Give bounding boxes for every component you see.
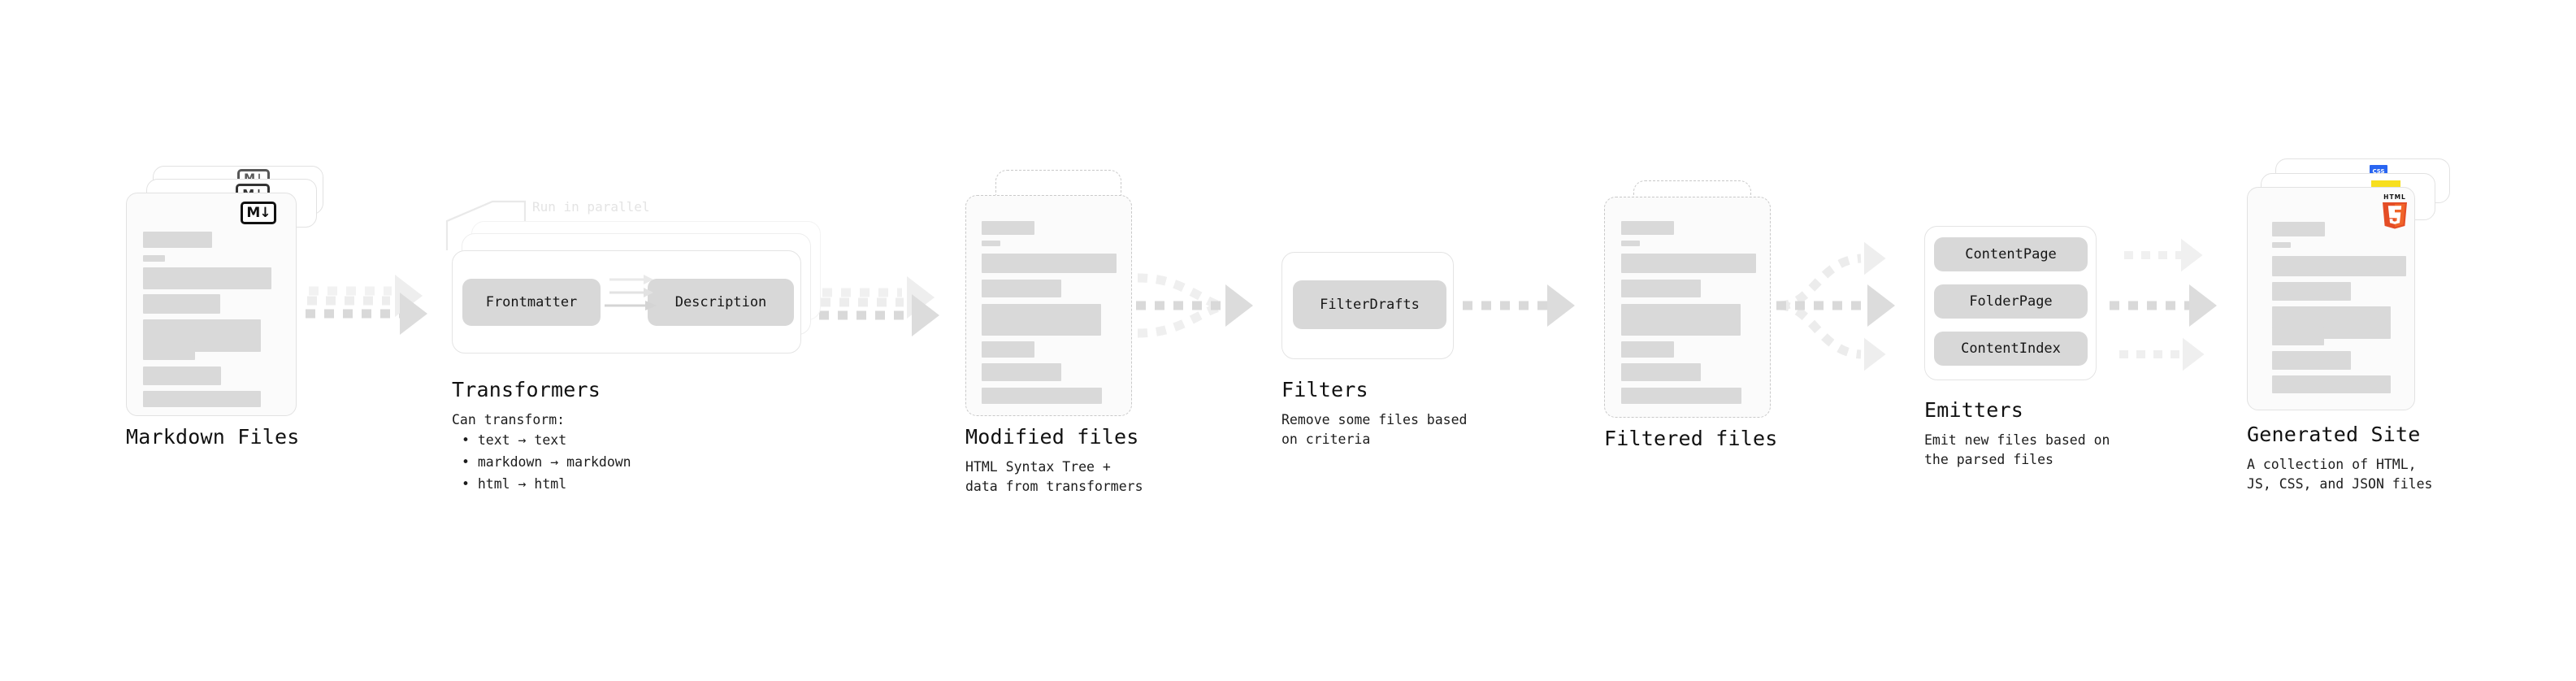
skeleton-bar bbox=[143, 267, 271, 289]
html5-icon: HTML bbox=[2383, 193, 2407, 229]
transformers-bullet-2: • markdown → markdown bbox=[462, 454, 631, 470]
modified-files-subtitle: HTML Syntax Tree + data from transformer… bbox=[965, 459, 1143, 494]
stage-title-markdown-files: Markdown Files bbox=[126, 425, 300, 449]
skeleton-bar bbox=[2272, 282, 2351, 301]
skeleton-bar bbox=[143, 232, 212, 248]
transformers-bullet-1: • text → text bbox=[462, 432, 567, 448]
transformer-inner-arrows bbox=[605, 275, 657, 310]
skeleton-bar bbox=[1621, 363, 1701, 381]
skeleton-bar bbox=[1621, 254, 1756, 273]
skeleton-bar bbox=[1621, 304, 1741, 336]
skeleton-bar bbox=[2272, 242, 2291, 248]
skeleton-bar bbox=[982, 363, 1061, 381]
stage-title-emitters: Emitters bbox=[1924, 398, 2024, 422]
css-label: CSS bbox=[2372, 168, 2385, 175]
connector-filtered-to-emitters bbox=[1776, 241, 1895, 371]
skeleton-bar bbox=[2272, 327, 2324, 345]
skeleton-bar bbox=[982, 304, 1101, 336]
skeleton-bar bbox=[2272, 351, 2351, 370]
stage-title-filtered-files: Filtered files bbox=[1604, 427, 1778, 450]
run-in-parallel-label: Run in parallel bbox=[532, 199, 650, 215]
stage-title-transformers: Transformers bbox=[452, 378, 601, 401]
skeleton-bar bbox=[982, 221, 1034, 235]
skeleton-bar bbox=[982, 254, 1117, 273]
skeleton-bar bbox=[982, 280, 1061, 297]
bullet-text: html → html bbox=[477, 476, 567, 492]
skeleton-bar bbox=[1621, 221, 1674, 235]
filters-subtitle: Remove some files based on criteria bbox=[1281, 412, 1468, 447]
emitters-subtitle: Emit new files based on the parsed files bbox=[1924, 432, 2110, 467]
css-icon: CSS bbox=[2370, 165, 2387, 176]
skeleton-bar bbox=[982, 341, 1034, 358]
skeleton-bar bbox=[143, 341, 195, 360]
skeleton-bar bbox=[1621, 280, 1701, 297]
transformer-chip-description[interactable]: Description bbox=[648, 279, 794, 326]
bullet-text: markdown → markdown bbox=[477, 454, 631, 470]
skeleton-bar bbox=[982, 241, 1000, 246]
markdown-icon: M↓ bbox=[241, 202, 276, 224]
skeleton-bar bbox=[2272, 375, 2391, 393]
skeleton-bar bbox=[2272, 256, 2406, 276]
transformers-subtitle: Can transform: bbox=[452, 412, 566, 427]
skeleton-bar bbox=[1621, 241, 1640, 246]
skeleton-bar bbox=[1621, 341, 1674, 358]
emitter-chip-contentindex[interactable]: ContentIndex bbox=[1934, 332, 2088, 366]
connector-filters-to-filtered bbox=[1463, 284, 1575, 327]
stage-title-modified-files: Modified files bbox=[965, 425, 1139, 449]
parallel-leader-line bbox=[445, 200, 527, 250]
transformer-chip-frontmatter[interactable]: Frontmatter bbox=[462, 279, 601, 326]
svg-text:HTML: HTML bbox=[2383, 193, 2406, 201]
skeleton-bar bbox=[982, 388, 1102, 404]
stage-title-generated-site: Generated Site bbox=[2247, 423, 2421, 446]
skeleton-bar bbox=[143, 391, 261, 407]
connector-modified-to-filters bbox=[1136, 273, 1253, 338]
emitter-chip-contentpage[interactable]: ContentPage bbox=[1934, 237, 2088, 271]
skeleton-bar bbox=[143, 255, 165, 262]
stage-title-filters: Filters bbox=[1281, 378, 1368, 401]
transformers-bullet-3: • html → html bbox=[462, 476, 567, 492]
emitter-chip-folderpage[interactable]: FolderPage bbox=[1934, 284, 2088, 319]
connector-transformers-to-modified bbox=[819, 276, 939, 336]
filter-chip-filterdrafts[interactable]: FilterDrafts bbox=[1293, 280, 1446, 329]
skeleton-bar bbox=[2272, 222, 2325, 236]
connector-md-to-transformers bbox=[306, 275, 427, 335]
connector-emitters-to-site bbox=[2110, 238, 2217, 371]
generated-site-subtitle: A collection of HTML, JS, CSS, and JSON … bbox=[2247, 457, 2433, 492]
skeleton-bar bbox=[143, 294, 220, 314]
skeleton-bar bbox=[143, 367, 221, 385]
skeleton-bar bbox=[1621, 388, 1741, 404]
bullet-text: text → text bbox=[477, 432, 567, 448]
